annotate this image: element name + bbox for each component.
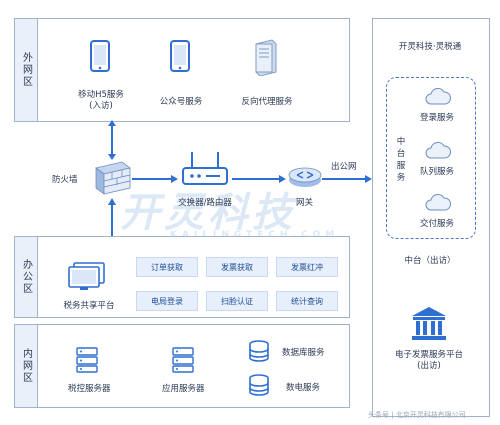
watermark-brand: 开灵科技 (120, 190, 296, 236)
tax-platform-label: 税务共享平台 (63, 301, 115, 311)
out-net-label: 出公网 (331, 162, 357, 172)
tablet-icon (170, 40, 190, 72)
database-service-label: 数据库服务 (282, 348, 325, 358)
firewall-icon (92, 160, 132, 196)
external-zone-label: 外网区 (20, 52, 32, 88)
database-icon (248, 340, 270, 362)
tablet-icon (90, 40, 110, 72)
footer-credit: 头条号 | 北京开灵科技有限公司 (368, 411, 466, 419)
server-rack-icon (76, 347, 98, 373)
up-arrow-icon (107, 198, 117, 236)
invoice-fetch-chip: 发票获取 (206, 257, 268, 277)
stats-query-chip: 统计查询 (276, 291, 338, 311)
official-account-label: 公众号服务 (159, 97, 203, 107)
watermark-brand-en: KAILINGTECH.COM (170, 230, 340, 240)
middle-platform-box (386, 77, 476, 239)
mobile-h5-label: 移动H5服务 (入访) (78, 90, 124, 111)
office-zone-tab: 办公区 (15, 237, 38, 317)
invoice-red-chip: 发票红冲 (276, 257, 338, 277)
middle-service-label: 中台服务 (396, 137, 406, 183)
switch-router-label: 交换器/路由器 (178, 198, 232, 208)
bureau-login-chip: 电局登录 (136, 291, 198, 311)
order-fetch-chip: 订单获取 (136, 257, 198, 277)
firewall-label: 防火墙 (52, 175, 78, 185)
right-arrow-icon (132, 174, 178, 184)
kailing-title: 开灵科技·灵税通 (398, 42, 462, 52)
internal-zone-tab: 内网区 (15, 325, 38, 407)
queue-service-label: 队列服务 (420, 167, 455, 177)
reverse-proxy-label: 反向代理服务 (241, 97, 293, 107)
internal-zone-label: 内网区 (20, 348, 32, 384)
gateway-icon (288, 166, 322, 188)
cloud-icon (425, 86, 451, 106)
external-zone-tab: 外网区 (15, 19, 38, 121)
cloud-icon (425, 140, 451, 160)
office-zone-label: 办公区 (20, 259, 32, 295)
face-auth-chip: 扫脸认证 (206, 291, 268, 311)
tax-server-label: 税控服务器 (68, 384, 111, 394)
login-service-label: 登录服务 (420, 113, 455, 123)
digital-invoice-service-label: 数电服务 (286, 383, 321, 393)
kailing-platform-panel (372, 18, 490, 417)
database-icon (248, 374, 270, 396)
server-rack-icon (172, 347, 194, 373)
einvoice-platform-label: 电子发票服务平台 (出访) (394, 350, 463, 371)
middle-visit-label: 中台（出访） (404, 256, 456, 266)
router-switch-icon (180, 150, 230, 190)
government-building-icon (410, 306, 448, 342)
right-arrow-icon (232, 174, 286, 184)
app-server-label: 应用服务器 (162, 384, 205, 394)
gateway-label: 网关 (296, 198, 314, 208)
right-arrow-icon (322, 174, 372, 184)
cloud-icon (425, 192, 451, 212)
desktop-computer-icon (68, 262, 108, 292)
server-tower-icon (252, 38, 278, 76)
delivery-service-label: 交付服务 (420, 219, 455, 229)
bidirectional-arrow-icon (107, 120, 117, 160)
